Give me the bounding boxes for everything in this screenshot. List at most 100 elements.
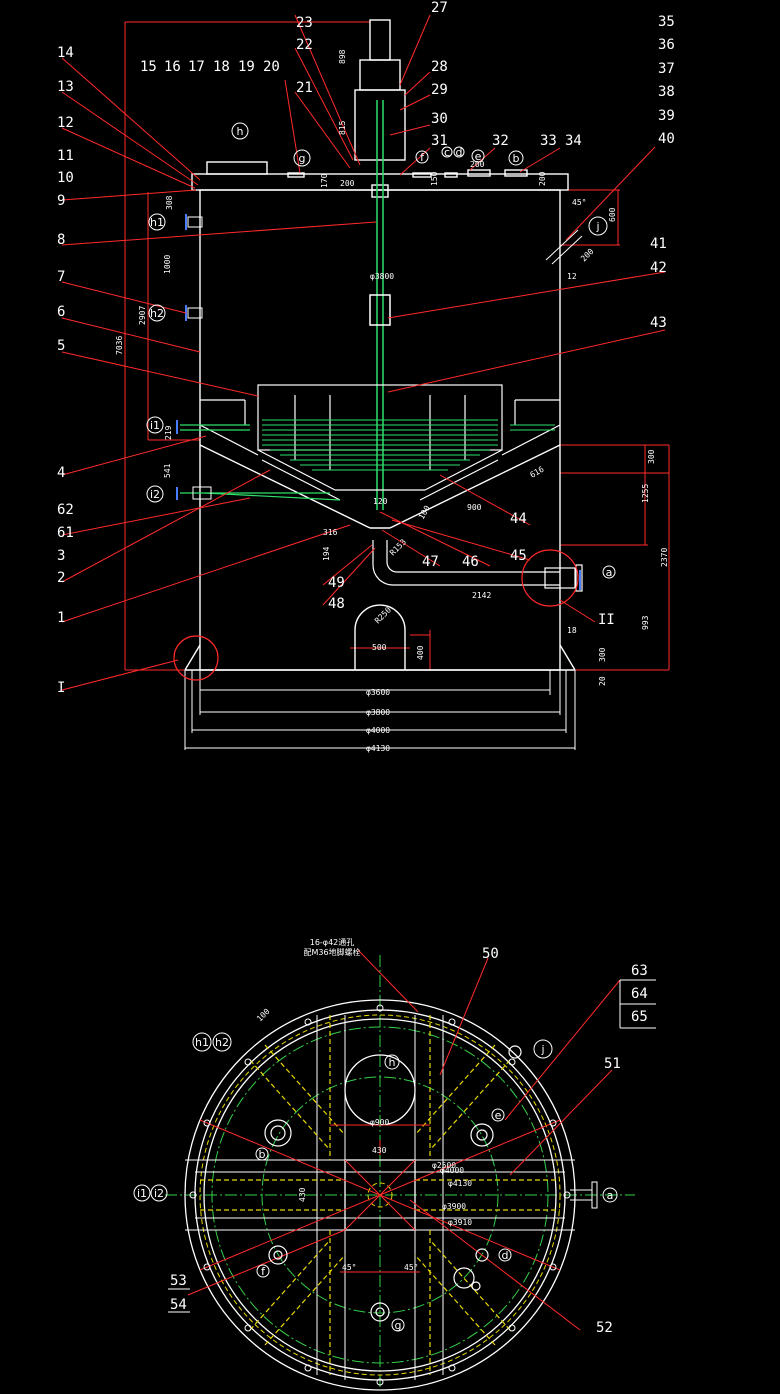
plan-dim-100: 100 xyxy=(255,1007,272,1024)
nozzle-h2: h2 xyxy=(150,307,164,320)
nozzle-h1: h1 xyxy=(150,216,164,229)
lamella-plates xyxy=(205,419,555,471)
part-16: 16 xyxy=(164,59,181,75)
plan-nozzle-i1: i1 xyxy=(137,1187,147,1200)
nozzle-j: j xyxy=(595,220,599,233)
part-3: 3 xyxy=(57,548,65,564)
part-44: 44 xyxy=(510,511,527,527)
plan-dim-d2500: φ2500 xyxy=(432,1161,456,1170)
plan-leader-lines xyxy=(187,949,621,1331)
dim-616: 616 xyxy=(529,465,546,480)
plan-centerlines xyxy=(165,955,635,1390)
dim-1000: 1000 xyxy=(163,255,172,274)
plan-nozzle-a: a xyxy=(607,1189,614,1202)
nozzle-i2: i2 xyxy=(150,488,160,501)
part-45: 45 xyxy=(510,548,527,564)
dim-170: 170 xyxy=(320,173,329,188)
dim-194: 194 xyxy=(322,546,331,561)
plan-nozzle-g: g xyxy=(395,1319,402,1332)
plan-nozzle-pads xyxy=(264,1045,522,1322)
part-61: 61 xyxy=(57,525,74,541)
dim-400: 400 xyxy=(416,645,425,660)
part-37: 37 xyxy=(658,61,675,77)
detail-I: I xyxy=(57,680,65,696)
plan-nozzle-d: d xyxy=(502,1249,509,1262)
part-51: 51 xyxy=(604,1056,621,1072)
nozzle-f: f xyxy=(420,151,425,164)
part-63: 63 xyxy=(631,963,648,979)
part-47: 47 xyxy=(422,554,439,570)
part-29: 29 xyxy=(431,82,448,98)
part-36: 36 xyxy=(658,37,675,53)
part-35: 35 xyxy=(658,14,675,30)
dim-898: 898 xyxy=(338,49,347,64)
dimension-lines xyxy=(124,21,670,671)
leader-lines xyxy=(61,14,666,691)
part-27: 27 xyxy=(431,0,448,16)
nozzle-a: a xyxy=(606,566,613,579)
dim-316: 316 xyxy=(323,528,338,537)
plan-nozzle-labels: h1 h2 j h e b i1 i2 a f d g xyxy=(137,1036,613,1332)
dim-d3800-shell: φ3800 xyxy=(370,272,394,281)
plan-view: h1 h2 j h e b i1 i2 a f d g 50 51 52 53 … xyxy=(133,937,656,1391)
dim-7036: 7036 xyxy=(115,336,124,355)
part-42: 42 xyxy=(650,260,667,276)
part-46: 46 xyxy=(462,554,479,570)
bolt-note-holes: 16-φ42通孔 xyxy=(310,937,355,947)
bolt-holes xyxy=(189,1004,571,1386)
elevation-nozzle-labels: h g f c d e b j h1 h2 i1 i2 a xyxy=(150,125,612,579)
plan-dim-430-v: 430 xyxy=(298,1187,307,1202)
part-40: 40 xyxy=(658,131,675,147)
part-54: 54 xyxy=(170,1297,187,1313)
nozzle-d: d xyxy=(456,146,463,159)
dim-300-a: 300 xyxy=(647,449,656,464)
dim-900: 900 xyxy=(467,503,482,512)
dim-200-b: 200 xyxy=(470,160,485,169)
part-8: 8 xyxy=(57,232,65,248)
plan-dimensions: 100 φ900 φ2500 φ4000 φ4130 φ3900 φ3910 4… xyxy=(255,1007,472,1272)
plan-nozzle-e: e xyxy=(495,1109,502,1122)
part-5: 5 xyxy=(57,338,65,354)
part-17: 17 xyxy=(188,59,205,75)
part-52: 52 xyxy=(596,1320,613,1336)
dim-d4000: φ4000 xyxy=(366,726,390,735)
part-13: 13 xyxy=(57,79,74,95)
lamella-settler xyxy=(199,384,561,501)
part-32: 32 xyxy=(492,133,509,149)
dim-308: 308 xyxy=(165,195,174,210)
part-43: 43 xyxy=(650,315,667,331)
drain-pipe xyxy=(372,540,583,592)
part-31: 31 xyxy=(431,133,448,149)
side-nozzles xyxy=(176,214,581,590)
dim-d3600: φ3600 xyxy=(366,688,390,697)
plan-nozzle-i2: i2 xyxy=(154,1187,164,1200)
dim-r153: R153 xyxy=(388,537,408,557)
part-12: 12 xyxy=(57,115,74,131)
agitator-shaft xyxy=(369,100,391,510)
bolt-note: 16-φ42通孔 配M36地脚螺栓 xyxy=(303,937,360,957)
part-41: 41 xyxy=(650,236,667,252)
part-62: 62 xyxy=(57,502,74,518)
plan-nozzle-h2: h2 xyxy=(215,1036,229,1049)
part-39: 39 xyxy=(658,108,675,124)
dim-300-b: 300 xyxy=(598,647,607,662)
part-48: 48 xyxy=(328,596,345,612)
bolt-note-anchor: 配M36地脚螺栓 xyxy=(303,947,360,957)
part-18: 18 xyxy=(213,59,230,75)
part-7: 7 xyxy=(57,269,65,285)
dim-1255: 1255 xyxy=(641,484,650,503)
plan-dim-430-h: 430 xyxy=(372,1146,387,1155)
dim-d3800: φ3800 xyxy=(366,708,390,717)
plan-dim-d4000: φ4000 xyxy=(440,1166,464,1175)
dim-541: 541 xyxy=(163,463,172,478)
nozzle-c: c xyxy=(444,146,450,159)
part-21: 21 xyxy=(296,80,313,96)
nozzle-g: g xyxy=(299,152,306,165)
dim-r250: R250 xyxy=(373,605,393,625)
part-53: 53 xyxy=(170,1273,187,1289)
part-2: 2 xyxy=(57,570,65,586)
plan-dim-d3910: φ3910 xyxy=(448,1218,472,1227)
dim-12: 12 xyxy=(567,272,577,281)
plan-dim-d900: φ900 xyxy=(370,1118,389,1127)
pipes xyxy=(180,424,341,501)
